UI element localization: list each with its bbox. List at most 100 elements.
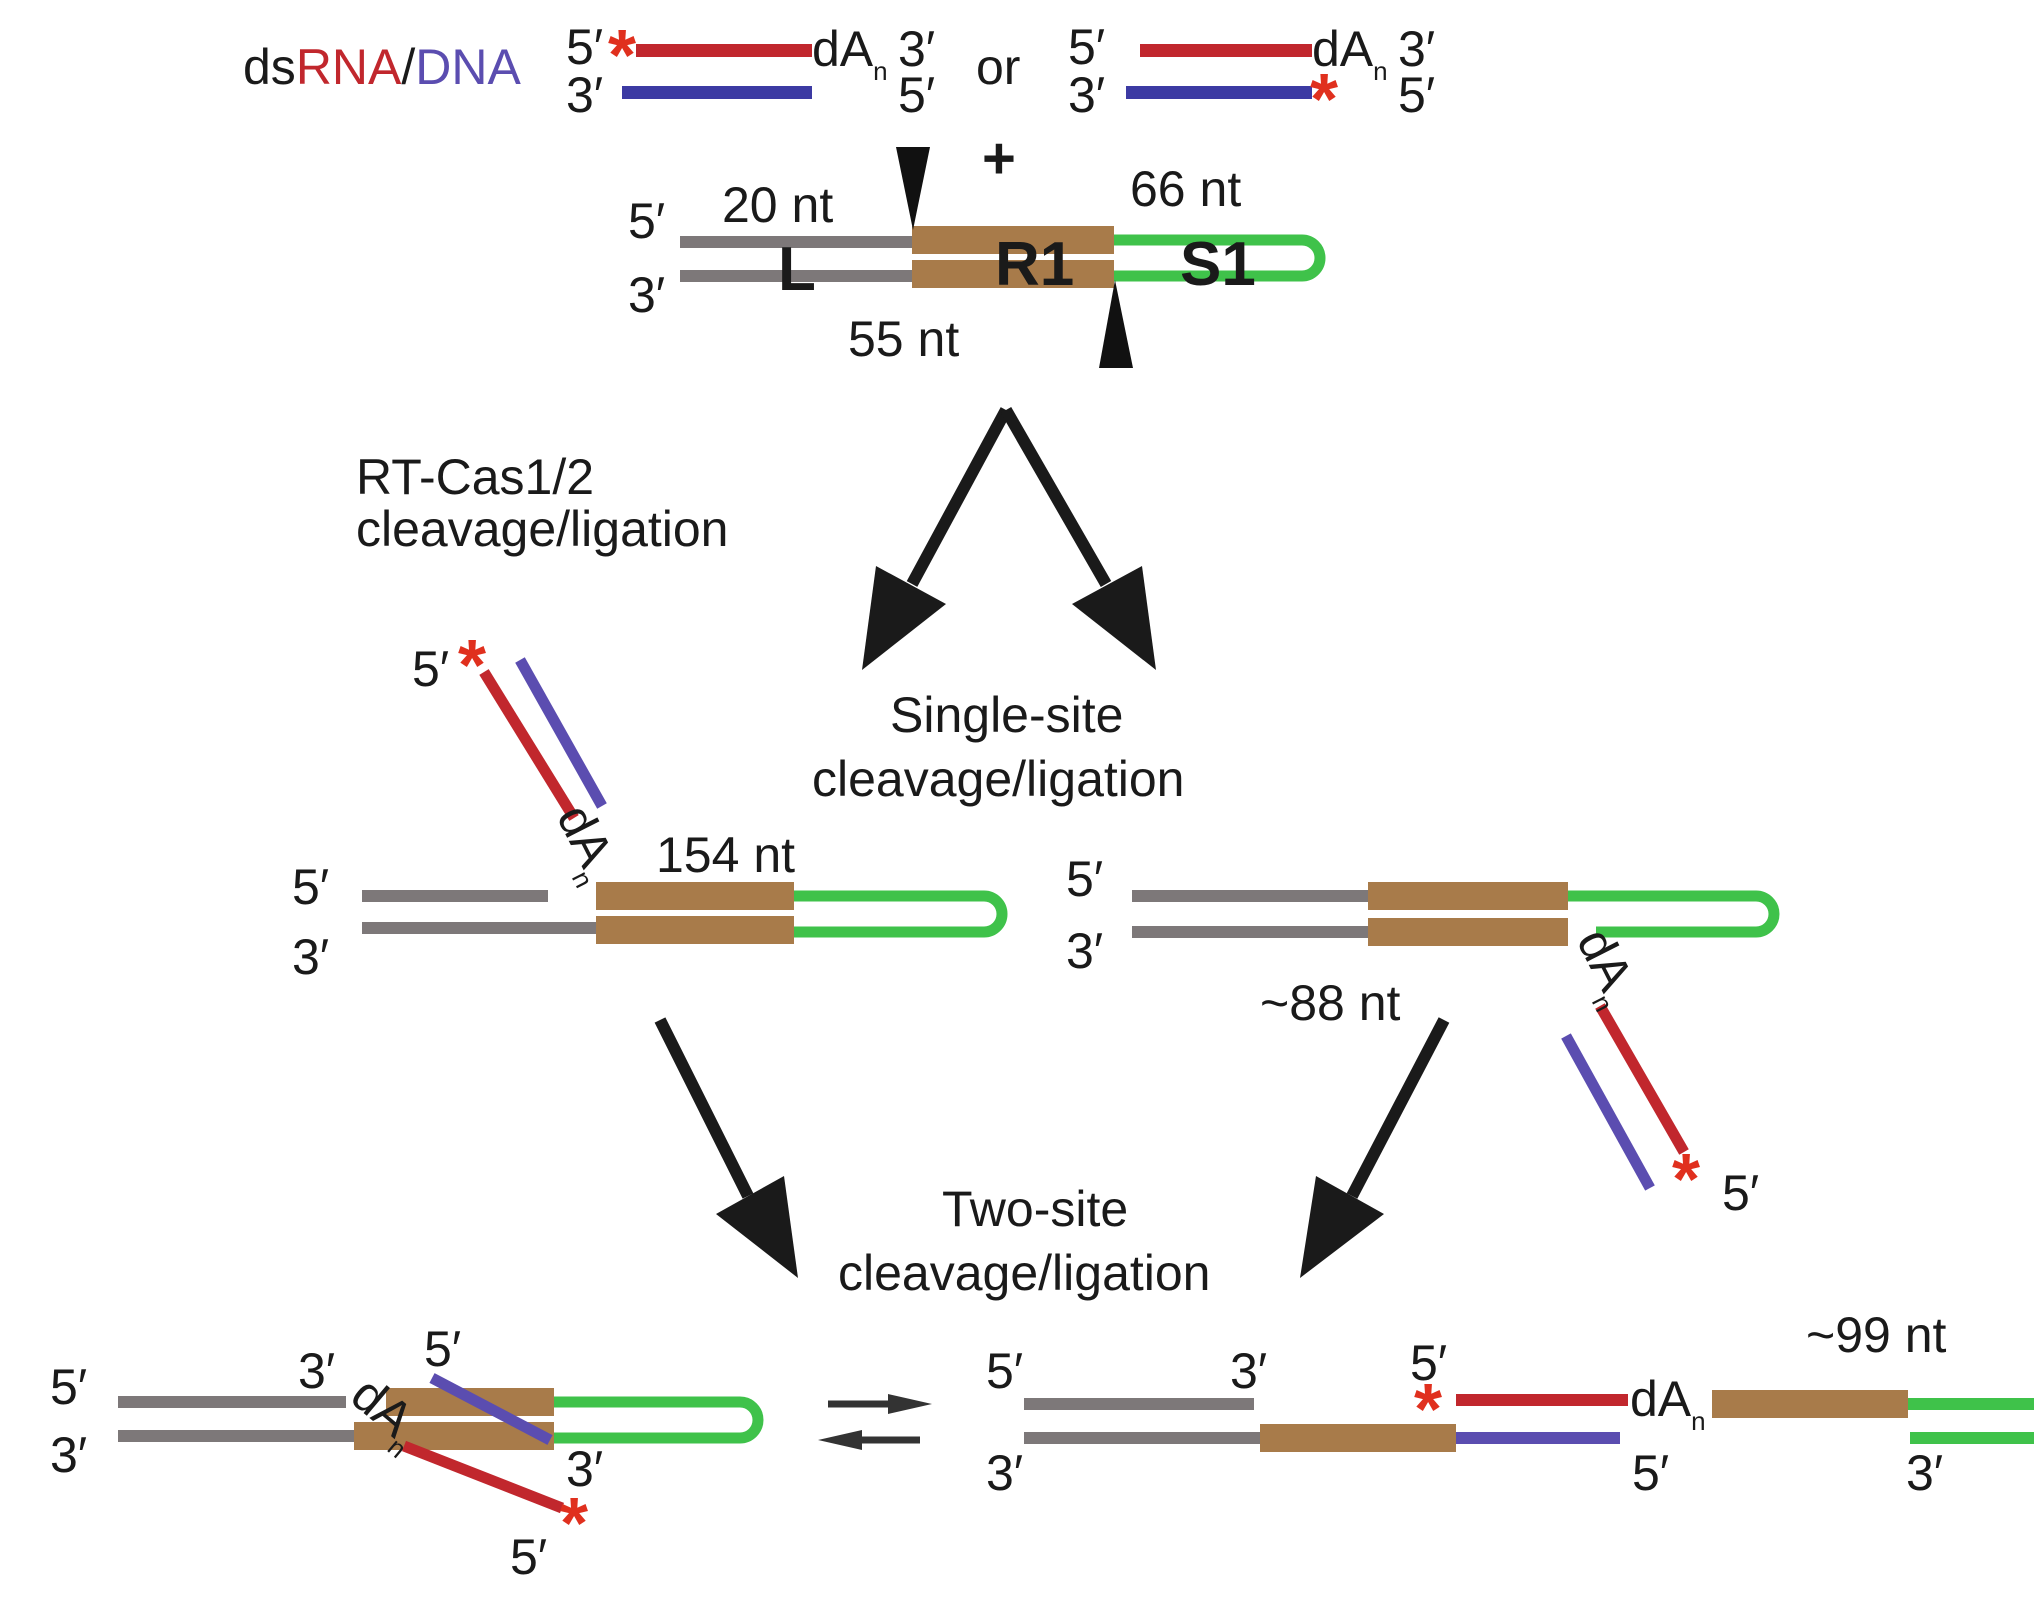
arrow-shaft-right [1000,407,1112,587]
end-label-5prime: 5′ [628,193,665,249]
da-tail: dAn [1312,21,1388,86]
length-label-leader: 20 nt [722,177,833,233]
region-label-leader: L [778,235,816,304]
end-label-5prime: 5′ [510,1529,547,1585]
arrowhead-right [1072,566,1156,670]
label-star: * [1414,1370,1442,1450]
step-label-line: Single-site [890,687,1123,743]
repeat-top-strand [912,226,1114,254]
equilibrium-arrows [818,1394,932,1450]
crispr-substrate: 5′ 3′ 20 nt 66 nt 55 nt L R1 S1 [628,147,1326,368]
spacer-hairpin [1114,234,1326,282]
leader-bottom-strand [118,1430,354,1442]
da-tail: dAn [1630,1371,1706,1436]
dna-strand [622,86,812,99]
end-label-5prime: 5′ [566,19,603,75]
spacer-hairpin [794,890,1008,938]
duplex-option-a: 5′ 3′ * dAn 3′ 5′ [566,16,935,123]
end-label-3prime: 3′ [298,1343,335,1399]
step-label-line: cleavage/ligation [356,501,729,557]
duplex-option-b: 5′ 3′ * dAn 3′ 5′ [1068,19,1435,140]
end-label-3prime: 3′ [566,67,603,123]
end-label-5prime: 5′ [1068,19,1105,75]
region-label-spacer: S1 [1180,230,1256,299]
arrow-shaft-left [906,407,1012,587]
single-site-product-b: 5′ 3′ dAn * 5′ ~88 nt [1066,851,1780,1221]
arrowhead-right [1300,1176,1384,1278]
converging-arrows [654,1017,1450,1278]
end-label-5prime: 5′ [1410,1335,1447,1391]
spacer-top-strand [1908,1398,2034,1410]
length-label-bottom: 55 nt [848,311,959,367]
diverging-arrows [862,407,1156,670]
legend-title: dsRNA/DNA [243,39,522,95]
da-tail: dAn [812,21,888,86]
label-star: * [458,626,486,706]
da-tail: dAn [538,796,630,893]
end-label-3prime: 3′ [1398,21,1435,77]
label-star: * [560,1484,588,1564]
svg-text:dsRNA/DNA: dsRNA/DNA [243,39,522,95]
repeat-bottom-strand [596,916,794,944]
spacer-hairpin [1568,890,1780,938]
arrow-shaft-right [1346,1017,1450,1199]
dna-strand [1126,86,1312,99]
spacer-bottom-strand [1910,1432,2034,1444]
reverse-arrowhead [818,1430,862,1450]
rna-strand-inserted [479,669,579,821]
leader-top-strand [1132,890,1368,902]
leader-top-strand [1024,1398,1254,1410]
leader-bottom-strand [1132,926,1368,938]
dna-strand-inserted [1561,1033,1655,1191]
leader-bottom-strand [680,270,912,282]
end-label-5prime: 5′ [898,67,935,123]
end-label-5prime: 5′ [1632,1445,1669,1501]
end-label-5prime: 5′ [292,859,329,915]
end-label-5prime: 5′ [1066,851,1103,907]
end-label-5prime: 5′ [424,1321,461,1377]
repeat-top-strand [1712,1390,1908,1418]
end-label-5prime: 5′ [986,1343,1023,1399]
cleavage-site-arrowhead-top [896,147,930,230]
end-label-3prime: 3′ [566,1441,603,1497]
step-label-line: cleavage/ligation [812,751,1185,807]
arrowhead-left [716,1176,798,1278]
end-label-3prime: 3′ [1068,67,1105,123]
legend-dna: DNA [415,39,521,95]
end-label-3prime: 3′ [628,267,665,323]
label-star: * [608,16,636,96]
cleavage-site-arrowhead-bottom [1099,280,1133,368]
end-label-3prime: 3′ [292,929,329,985]
spacer-hairpin [554,1396,764,1444]
end-label-5prime: 5′ [50,1359,87,1415]
arrow-shaft-left [654,1017,754,1199]
leader-bottom-strand [1024,1432,1260,1444]
end-label-3prime: 3′ [50,1427,87,1483]
length-label-product: ~99 nt [1806,1307,1947,1363]
end-label-5prime: 5′ [412,641,449,697]
rna-strand-inserted [1456,1394,1628,1406]
leader-bottom-strand [362,922,596,934]
end-label-3prime: 3′ [1906,1445,1943,1501]
end-label-3prime: 3′ [1066,923,1103,979]
legend-slash: / [401,39,415,95]
end-label-3prime: 3′ [986,1445,1023,1501]
repeat-top-strand [596,882,794,910]
end-label-3prime: 3′ [898,21,935,77]
step-label-single-site: Single-site cleavage/ligation [812,687,1185,807]
leader-top-strand [118,1396,346,1408]
leader-top-strand [362,890,548,902]
step-label-line: RT-Cas1/2 [356,449,594,505]
step-label-rt-cas: RT-Cas1/2 cleavage/ligation [356,449,729,557]
plus-sign: + [982,126,1016,191]
repeat-bottom-strand [1368,918,1568,946]
legend-ds: ds [243,39,296,95]
end-label-5prime: 5′ [1398,67,1435,123]
rna-strand [636,44,812,57]
or-label: or [976,39,1020,95]
arrowhead-left [862,566,946,670]
end-label-3prime: 3′ [1230,1343,1267,1399]
two-site-product-open: 5′ 3′ 3′ 5′ 5′ * dAn 3′ ~99 nt [986,1307,2034,1501]
